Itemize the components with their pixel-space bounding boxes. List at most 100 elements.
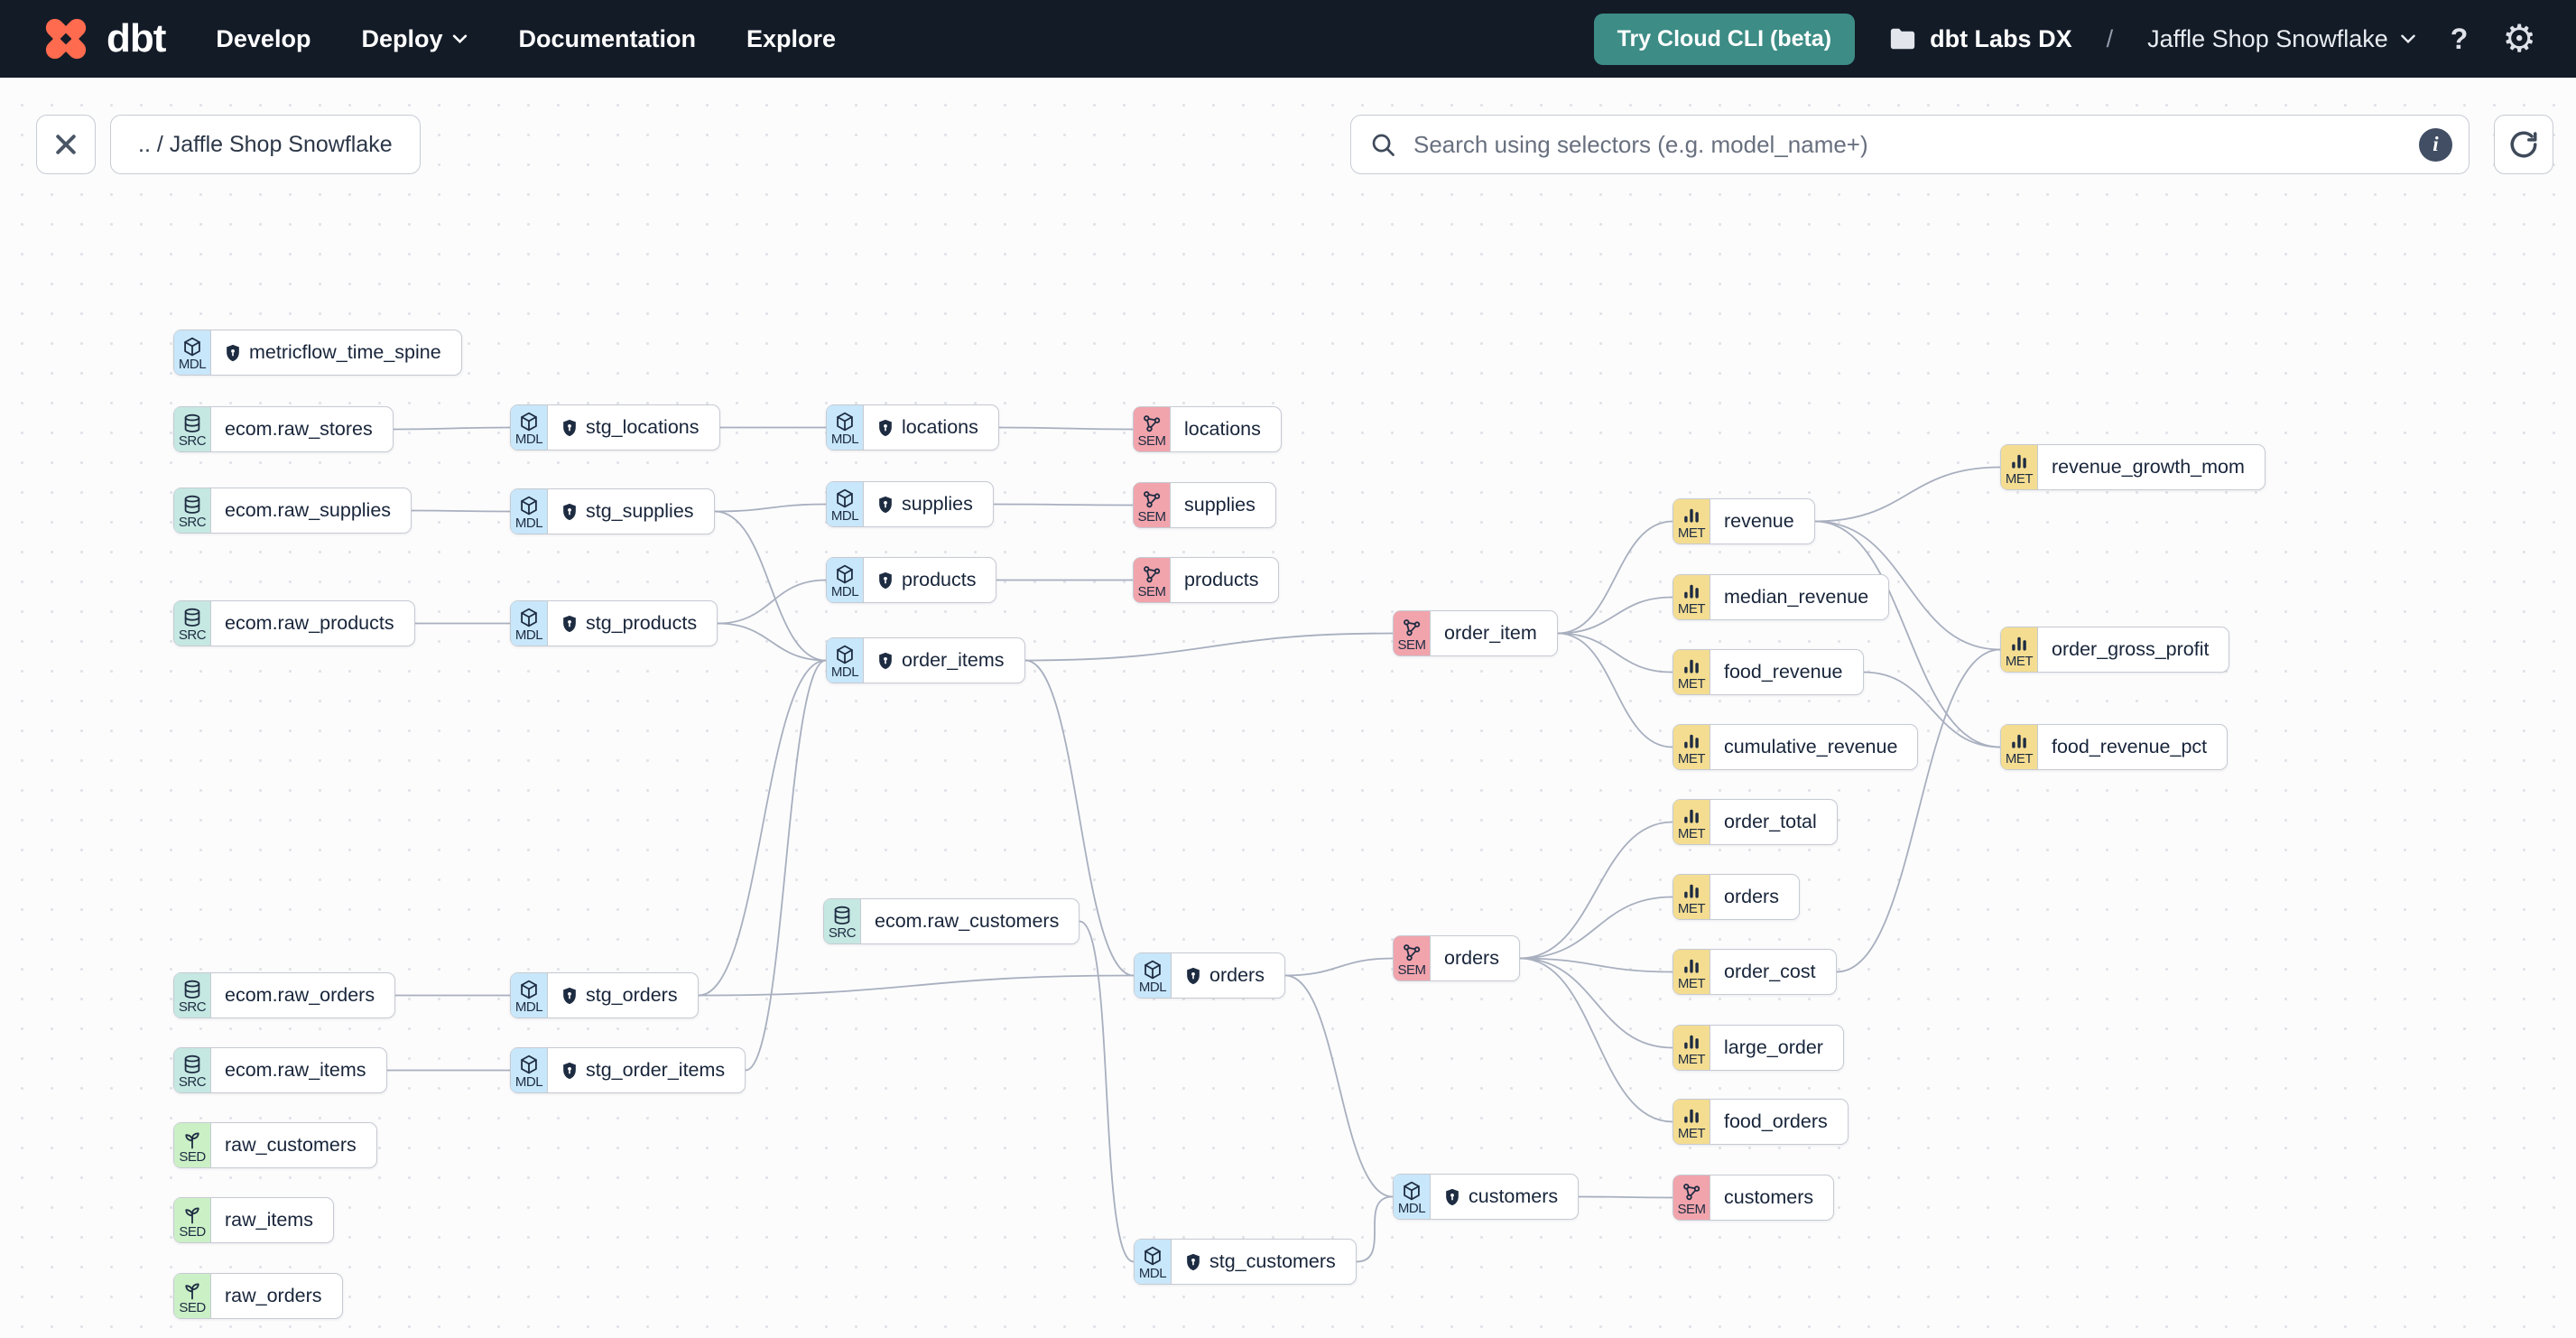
model-icon: [518, 607, 540, 628]
node-type-tag: MDL: [514, 999, 543, 1015]
settings-gear-button[interactable]: ⚙: [2502, 17, 2536, 60]
node-supplies[interactable]: MDL supplies: [826, 481, 994, 527]
project-name: Jaffle Shop Snowflake: [2147, 24, 2388, 52]
nav-item-explore[interactable]: Explore: [746, 24, 837, 52]
folder-icon: [1890, 28, 1915, 50]
node-label: orders: [1444, 947, 1499, 969]
info-icon[interactable]: i: [2419, 127, 2452, 162]
project-switcher[interactable]: Jaffle Shop Snowflake: [2147, 25, 2416, 53]
semantic-badge: SEM: [1134, 558, 1171, 602]
node-type-tag: MET: [1677, 675, 1706, 692]
node-label: customers: [1724, 1186, 1814, 1208]
node-label: orders: [1209, 964, 1265, 986]
source-icon: [181, 607, 203, 628]
node-label: supplies: [902, 493, 973, 515]
shield-icon: [877, 571, 894, 590]
node-label: stg_products: [586, 612, 698, 634]
breadcrumb[interactable]: .. / Jaffle Shop Snowflake: [110, 115, 421, 174]
node-stg_locations[interactable]: MDL stg_locations: [510, 404, 720, 451]
try-cloud-cli-button[interactable]: Try Cloud CLI (beta): [1593, 13, 1856, 65]
node-type-tag: MET: [1677, 1125, 1706, 1141]
dbt-logo-text: dbt: [107, 16, 166, 60]
refresh-button[interactable]: [2494, 115, 2553, 174]
node-order_items[interactable]: MDL order_items: [826, 637, 1025, 683]
metric-badge: MET: [1673, 575, 1710, 619]
model-icon: [1142, 1245, 1163, 1267]
node-label: revenue: [1724, 510, 1794, 532]
nav-item-develop[interactable]: Develop: [216, 24, 311, 52]
metric-icon: [1681, 581, 1702, 602]
model-badge: MDL: [511, 601, 548, 646]
node-label: food_revenue: [1724, 661, 1843, 683]
shield-icon: [561, 615, 578, 633]
semantic-badge: SEM: [1134, 483, 1171, 527]
source-badge: SRC: [174, 973, 211, 1017]
search-input[interactable]: [1412, 129, 2405, 160]
metric-icon: [1681, 505, 1702, 526]
node-metricflow_time_spine[interactable]: MDL metricflow_time_spine: [173, 330, 462, 376]
node-met_food_revenue[interactable]: MET food_revenue: [1673, 649, 1864, 695]
node-orders_mdl[interactable]: MDL orders: [1134, 952, 1285, 999]
node-sem_customers[interactable]: SEM customers: [1673, 1175, 1835, 1221]
semantic-icon: [1141, 488, 1163, 510]
shield-icon: [877, 652, 894, 670]
metric-icon: [1681, 880, 1702, 902]
help-button[interactable]: ?: [2450, 23, 2469, 55]
metric-badge: MET: [1673, 499, 1710, 544]
nav-item-deploy[interactable]: Deploy: [361, 25, 468, 53]
node-label: order_items: [902, 649, 1005, 671]
node-label: ecom.raw_customers: [875, 910, 1060, 932]
selector-search[interactable]: i: [1350, 115, 2469, 174]
node-label: stg_customers: [1209, 1250, 1336, 1272]
model-icon: [181, 336, 203, 358]
nav-item-documentation[interactable]: Documentation: [518, 24, 696, 52]
dbt-logo[interactable]: dbt: [40, 13, 166, 65]
node-type-tag: SRC: [178, 999, 207, 1015]
node-stg_customers[interactable]: MDL stg_customers: [1134, 1239, 1357, 1285]
node-type-tag: MET: [1677, 900, 1706, 916]
node-customers_mdl[interactable]: MDL customers: [1393, 1174, 1580, 1220]
account-switcher[interactable]: dbt Labs DX: [1889, 25, 2072, 53]
node-type-tag: SEM: [1677, 1201, 1706, 1217]
node-type-tag: MET: [1677, 600, 1706, 617]
node-stg_products[interactable]: MDL stg_products: [510, 600, 718, 646]
node-met_revenue[interactable]: MET revenue: [1673, 498, 1815, 544]
node-type-tag: MDL: [514, 431, 543, 447]
node-stg_supplies[interactable]: MDL stg_supplies: [510, 488, 715, 534]
node-label: stg_orders: [586, 984, 678, 1006]
node-type-tag: MDL: [514, 515, 543, 531]
node-stg_orders[interactable]: MDL stg_orders: [510, 972, 699, 1018]
node-locations[interactable]: MDL locations: [826, 404, 999, 451]
close-lineage-button[interactable]: [36, 115, 96, 174]
lineage-canvas[interactable]: [0, 78, 2576, 1338]
node-stg_order_items[interactable]: MDL stg_order_items: [510, 1047, 746, 1093]
metric-badge: MET: [1673, 725, 1710, 769]
shield-icon: [877, 496, 894, 514]
metric-icon: [2008, 633, 2030, 655]
node-products[interactable]: MDL products: [826, 557, 997, 603]
